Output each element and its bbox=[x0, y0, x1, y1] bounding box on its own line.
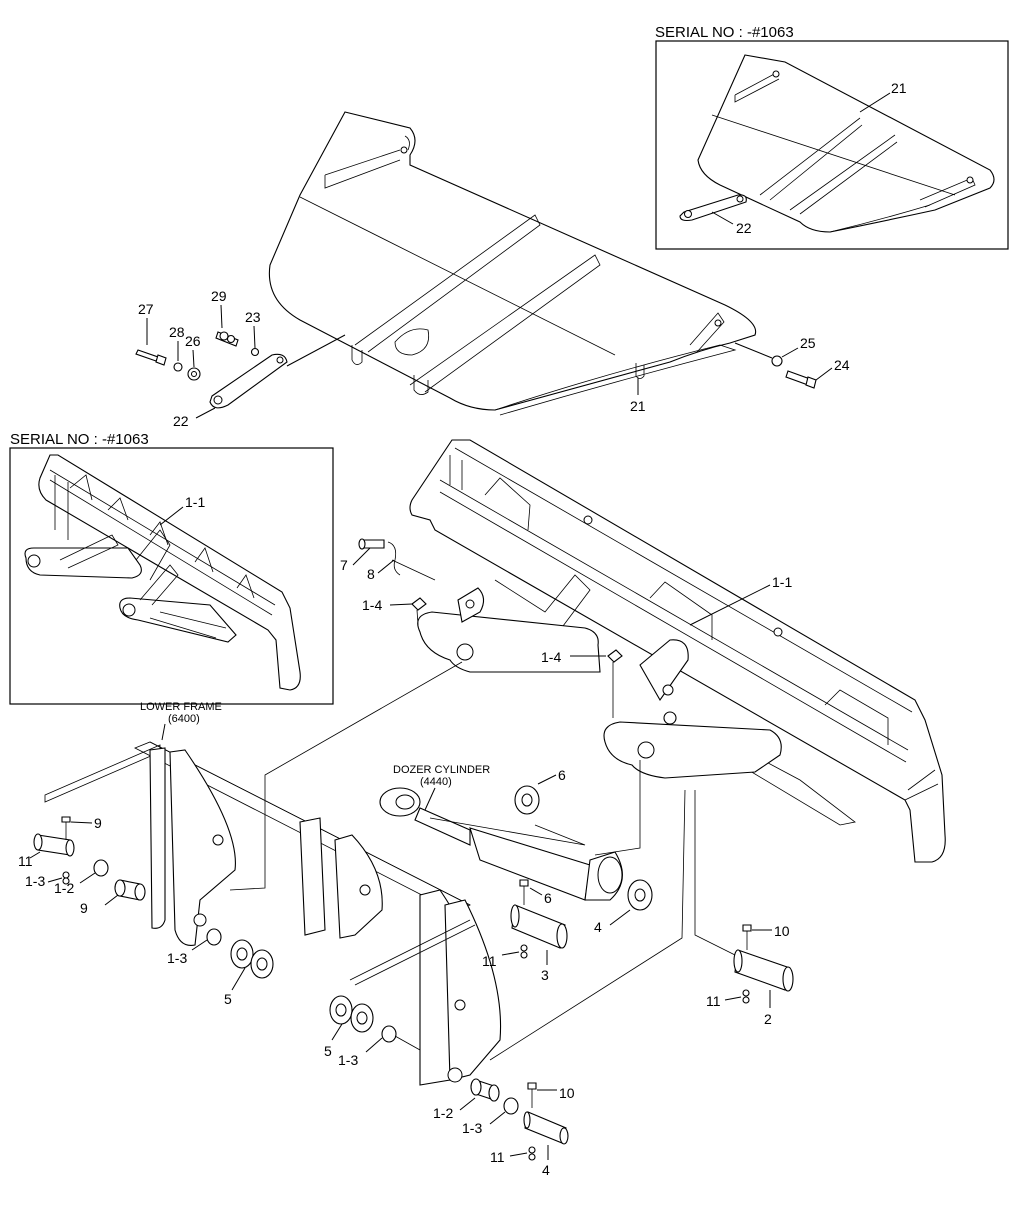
callout-1-2-a: 9 bbox=[80, 900, 88, 916]
lower-frame-ref: (6400) bbox=[168, 713, 200, 725]
callout-22-inset: 22 bbox=[736, 220, 752, 236]
callout-1-4-a: 1-4 bbox=[362, 597, 382, 613]
bolt-9-b bbox=[519, 879, 529, 887]
inset-link-plate bbox=[679, 194, 747, 222]
dozer-cylinder bbox=[379, 787, 623, 901]
pin-4-b bbox=[523, 1111, 569, 1145]
washer-28 bbox=[173, 362, 183, 372]
bushing-1-2-a bbox=[114, 879, 146, 901]
callout-29: 29 bbox=[211, 288, 227, 304]
bolt-27 bbox=[135, 349, 167, 366]
ring-1-3-c bbox=[381, 1025, 397, 1043]
pin-4-a bbox=[33, 833, 75, 857]
inset-left-serial-label: SERIAL NO : -#1063 bbox=[10, 431, 149, 448]
callout-25: 25 bbox=[800, 335, 816, 351]
callout-7: 7 bbox=[340, 557, 348, 573]
callout-5-b: 5 bbox=[324, 1043, 332, 1059]
callout-1-4-b: 1-4 bbox=[541, 649, 561, 665]
inset-left: SERIAL NO : -#1063 1-1 bbox=[9, 431, 334, 705]
callout-10-a: 10 bbox=[774, 923, 790, 939]
callout-6-a: 6 bbox=[558, 767, 566, 783]
callout-4-a: 11 bbox=[18, 853, 33, 869]
dozer-cylinder-title: DOZER CYLINDER bbox=[393, 764, 490, 776]
inset-top-right: SERIAL NO : -#1063 21 22 bbox=[655, 24, 1009, 250]
callout-1-3-b: 1-3 bbox=[167, 950, 187, 966]
bolt-24 bbox=[785, 370, 817, 389]
callout-28: 28 bbox=[169, 324, 185, 340]
bolt-10-a bbox=[742, 924, 752, 932]
callout-3: 3 bbox=[541, 967, 549, 983]
callout-23: 23 bbox=[245, 309, 261, 325]
callout-1-3-a: 1-2 bbox=[54, 880, 74, 896]
bushing-1-2-b bbox=[470, 1078, 500, 1102]
callout-6-b: 4 bbox=[594, 919, 602, 935]
callout-11-c: 11 bbox=[706, 993, 721, 1009]
callout-1-3-d: 1-3 bbox=[462, 1120, 482, 1136]
washer-25 bbox=[771, 355, 783, 367]
blade-arm-upper bbox=[417, 587, 601, 673]
callout-24: 24 bbox=[834, 357, 850, 373]
ring-1-3-d bbox=[503, 1097, 519, 1115]
nut-11-b bbox=[520, 944, 528, 959]
callout-5-a: 5 bbox=[224, 991, 232, 1007]
ring-1-3-a bbox=[93, 859, 109, 877]
callout-26: 26 bbox=[185, 333, 201, 349]
callout-10-b: 10 bbox=[559, 1085, 575, 1101]
inset-left-frame bbox=[9, 447, 334, 705]
callout-11-a: 1-3 bbox=[25, 873, 45, 889]
pin-3 bbox=[510, 904, 568, 949]
callout-21-inset: 21 bbox=[891, 80, 907, 96]
bolt-9-a bbox=[61, 816, 71, 823]
dozer-cylinder-ref: (4440) bbox=[420, 776, 452, 788]
blade-arm-lower bbox=[603, 639, 782, 779]
shim-5-a bbox=[230, 939, 274, 979]
inset-dozer-blade bbox=[24, 454, 301, 691]
nut-11-c bbox=[742, 989, 750, 1004]
callout-21-main: 21 bbox=[630, 398, 646, 414]
blade-cover-main bbox=[268, 111, 757, 416]
callout-1-1-main: 1-1 bbox=[772, 574, 792, 590]
grease-nipple-1-4-b bbox=[607, 649, 623, 663]
ring-1-3-b bbox=[206, 928, 222, 946]
callout-1-2-b: 1-2 bbox=[433, 1105, 453, 1121]
callout-11-d: 11 bbox=[490, 1149, 505, 1165]
callout-9-b: 6 bbox=[544, 890, 552, 906]
bolt-29 bbox=[215, 331, 239, 347]
callout-9-a: 9 bbox=[94, 815, 102, 831]
inset-top-frame bbox=[655, 40, 1009, 250]
lower-frame bbox=[44, 741, 502, 1086]
lower-frame-title: LOWER FRAME bbox=[140, 701, 222, 713]
nut-23 bbox=[250, 347, 260, 357]
callout-11-b: 11 bbox=[482, 953, 497, 969]
callout-22-main: 22 bbox=[173, 413, 189, 429]
nut-11-d bbox=[528, 1146, 536, 1161]
callout-4-b: 4 bbox=[542, 1162, 550, 1178]
callout-27: 27 bbox=[138, 301, 154, 317]
callout-1-1-inset: 1-1 bbox=[185, 494, 205, 510]
callout-2: 2 bbox=[764, 1011, 772, 1027]
shim-5-b bbox=[329, 995, 374, 1033]
link-plate-22-main bbox=[209, 334, 346, 409]
spacer-6-b bbox=[627, 879, 653, 911]
spacer-6-a bbox=[514, 785, 540, 815]
clip-8 bbox=[387, 541, 401, 576]
grease-nipple-1-4-a bbox=[411, 597, 427, 611]
pin-2 bbox=[733, 949, 794, 992]
callout-1-3-c: 1-3 bbox=[338, 1052, 358, 1068]
inset-blade-cover bbox=[697, 54, 995, 233]
nut-11-a bbox=[62, 871, 70, 885]
pin-7 bbox=[358, 538, 385, 550]
washer-26 bbox=[187, 367, 201, 381]
callout-8: 8 bbox=[367, 566, 375, 582]
inset-top-serial-label: SERIAL NO : -#1063 bbox=[655, 24, 794, 41]
bolt-10-b bbox=[527, 1082, 537, 1090]
